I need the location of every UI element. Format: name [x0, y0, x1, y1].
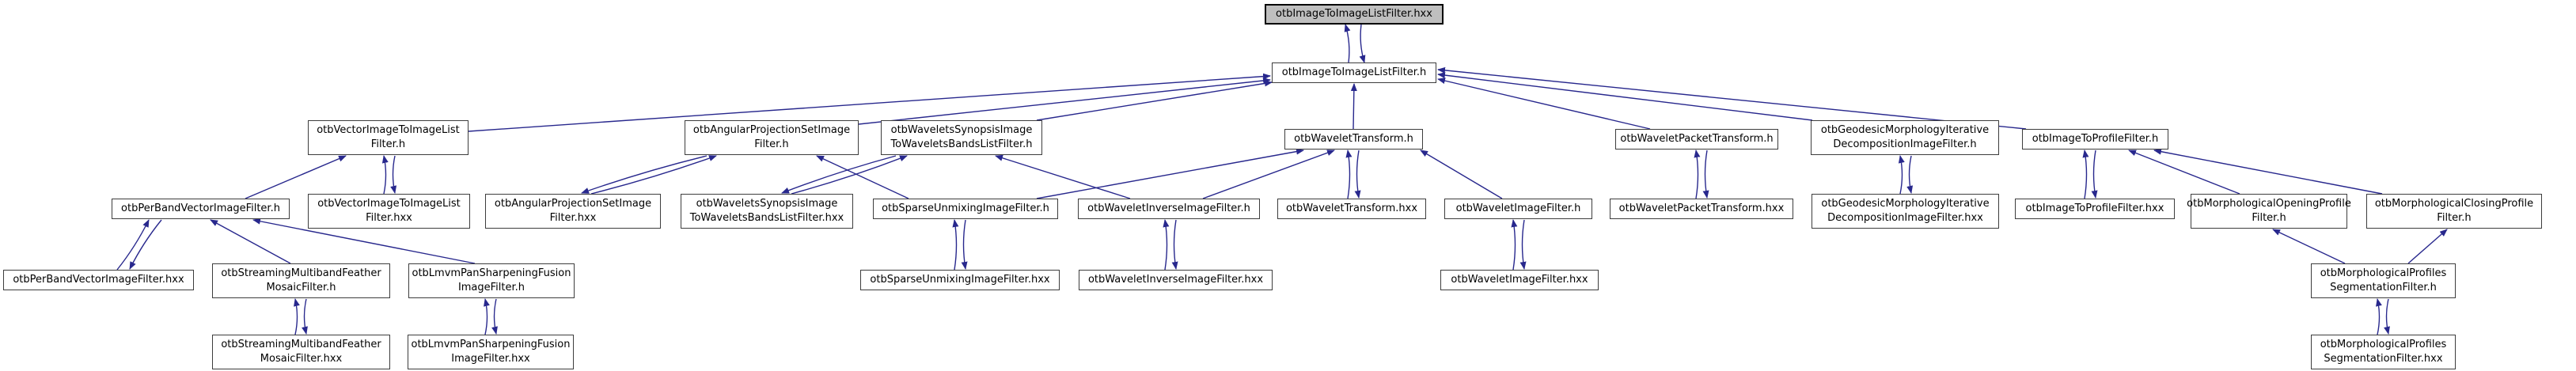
graph-node-otbWaveletsSynopsisImageToWaveletsBandsListFilter-h[interactable]: otbWaveletsSynopsisImage ToWaveletsBands…: [881, 120, 1042, 155]
graph-edge-otbGeodesicMorphologyIterativeDecompositionImageFilter-h--otbImageToImageListFilter-h: [1437, 72, 1813, 121]
graph-node-otbStreamingMultibandFeatherMosaicFilter-hxx[interactable]: otbStreamingMultibandFeather MosaicFilte…: [212, 335, 390, 369]
graph-edge-otbWaveletImageFilter-h--otbWaveletTransform-h: [1420, 150, 1503, 199]
graph-node-otbWaveletPacketTransform-hxx[interactable]: otbWaveletPacketTransform.hxx: [1610, 199, 1793, 219]
graph-edge-otbStreamingMultibandFeatherMosaicFilter-hxx--otbStreamingMultibandFeatherMosaicFilter-h: [294, 298, 300, 335]
graph-node-otbImageToImageListFilter-hxx: otbImageToImageListFilter.hxx: [1265, 4, 1444, 25]
graph-edge-otbWaveletsSynopsisImageToWaveletsBandsListFilter-h--otbImageToImageListFilter-h: [1036, 80, 1273, 121]
graph-edge-otbPerBandVectorImageFilter-h--otbPerBandVectorImageFilter-hxx: [129, 219, 162, 270]
graph-node-otbPerBandVectorImageFilter-h[interactable]: otbPerBandVectorImageFilter.h: [112, 199, 290, 219]
graph-edge-otbMorphologicalProfilesSegmentationFilter-hxx--otbMorphologicalProfilesSegmentationFilter-h: [2376, 298, 2382, 335]
graph-edge-otbImageToImageListFilter-h--otbImageToImageListFilter-hxx: [1344, 24, 1351, 63]
graph-edge-otbImageToProfileFilter-h--otbImageToProfileFilter-hxx: [2091, 150, 2098, 199]
graph-node-otbVectorImageToImageListFilter-h[interactable]: otbVectorImageToImageList Filter.h: [308, 120, 469, 155]
graph-edge-otbAngularProjectionSetImageFilter-hxx--otbAngularProjectionSetImageFilter-h: [590, 155, 717, 195]
graph-edge-otbWaveletPacketTransform-hxx--otbWaveletPacketTransform-h: [1694, 150, 1701, 199]
graph-node-otbImageToProfileFilter-h[interactable]: otbImageToProfileFilter.h: [2022, 129, 2168, 150]
graph-edge-otbWaveletPacketTransform-h--otbWaveletPacketTransform-hxx: [1702, 150, 1709, 199]
graph-edge-otbMorphologicalProfilesSegmentationFilter-h--otbMorphologicalClosingProfileFilter-h: [2407, 229, 2448, 264]
graph-node-otbSparseUnmixingImageFilter-hxx[interactable]: otbSparseUnmixingImageFilter.hxx: [860, 270, 1060, 290]
graph-node-otbWaveletImageFilter-h[interactable]: otbWaveletImageFilter.h: [1444, 199, 1592, 219]
graph-node-otbPerBandVectorImageFilter-hxx[interactable]: otbPerBandVectorImageFilter.hxx: [3, 270, 194, 290]
graph-node-otbWaveletsSynopsisImageToWaveletsBandsListFilter-hxx[interactable]: otbWaveletsSynopsisImage ToWaveletsBands…: [681, 194, 853, 229]
graph-node-otbVectorImageToImageListFilter-hxx[interactable]: otbVectorImageToImageList Filter.hxx: [308, 194, 470, 229]
graph-edge-otbGeodesicMorphologyIterativeDecompositionImageFilter-hxx--otbGeodesicMorphologyIterativeDecompositionImageFilter-h: [1898, 155, 1905, 195]
graph-edge-otbMorphologicalOpeningProfileFilter-h--otbImageToProfileFilter-h: [2128, 150, 2240, 195]
graph-edge-otbLmvmPanSharpeningFusionImageFilter-h--otbPerBandVectorImageFilter-h: [252, 218, 476, 264]
graph-edge-otbWaveletImageFilter-h--otbWaveletImageFilter-hxx: [1519, 219, 1527, 270]
graph-edge-otbWaveletInverseImageFilter-h--otbWaveletTransform-h: [1202, 150, 1335, 199]
graph-edge-otbSparseUnmixingImageFilter-h--otbAngularProjectionSetImageFilter-h: [816, 155, 909, 199]
graph-edge-otbWaveletsSynopsisImageToWaveletsBandsListFilter-hxx--otbWaveletsSynopsisImageToWaveletsBandsListFilter-h: [791, 155, 908, 195]
graph-edge-otbAngularProjectionSetImageFilter-h--otbImageToImageListFilter-h: [858, 77, 1271, 125]
graph-node-otbMorphologicalOpeningProfileFilter-h[interactable]: otbMorphologicalOpeningProfile Filter.h: [2187, 194, 2351, 229]
graph-edge-otbMorphologicalProfilesSegmentationFilter-h--otbMorphologicalProfilesSegmentationFilter-hxx: [2384, 298, 2390, 335]
graph-node-otbWaveletInverseImageFilter-hxx[interactable]: otbWaveletInverseImageFilter.hxx: [1079, 270, 1273, 290]
graph-node-otbStreamingMultibandFeatherMosaicFilter-h[interactable]: otbStreamingMultibandFeather MosaicFilte…: [212, 263, 390, 298]
graph-edge-otbVectorImageToImageListFilter-hxx--otbVectorImageToImageListFilter-h: [381, 155, 389, 195]
graph-node-otbImageToProfileFilter-hxx[interactable]: otbImageToProfileFilter.hxx: [2015, 199, 2175, 219]
graph-edge-otbWaveletInverseImageFilter-h--otbWaveletInverseImageFilter-hxx: [1171, 219, 1178, 270]
graph-node-otbLmvmPanSharpeningFusionImageFilter-h[interactable]: otbLmvmPanSharpeningFusion ImageFilter.h: [408, 263, 575, 298]
graph-edge-otbStreamingMultibandFeatherMosaicFilter-h--otbPerBandVectorImageFilter-h: [210, 219, 291, 264]
graph-edge-otbLmvmPanSharpeningFusionImageFilter-hxx--otbLmvmPanSharpeningFusionImageFilter-h: [484, 298, 490, 335]
graph-node-otbAngularProjectionSetImageFilter-hxx[interactable]: otbAngularProjectionSetImage Filter.hxx: [485, 194, 661, 229]
graph-edge-otbWaveletTransform-h--otbImageToImageListFilter-h: [1350, 83, 1357, 130]
graph-edge-otbSparseUnmixingImageFilter-hxx--otbSparseUnmixingImageFilter-h: [952, 219, 959, 271]
graph-node-otbImageToImageListFilter-h[interactable]: otbImageToImageListFilter.h: [1272, 62, 1436, 83]
graph-edge-otbVectorImageToImageListFilter-h--otbImageToImageListFilter-h: [468, 73, 1271, 132]
graph-edge-otbGeodesicMorphologyIterativeDecompositionImageFilter-h--otbGeodesicMorphologyIterativeDecompositionImageFilter-hxx: [1906, 155, 1914, 194]
graph-edge-otbSparseUnmixingImageFilter-h--otbSparseUnmixingImageFilter-hxx: [961, 219, 968, 270]
graph-edge-otbPerBandVectorImageFilter-h--otbVectorImageToImageListFilter-h: [245, 155, 347, 199]
graph-node-otbWaveletTransform-hxx[interactable]: otbWaveletTransform.hxx: [1277, 199, 1426, 219]
graph-node-otbWaveletImageFilter-hxx[interactable]: otbWaveletImageFilter.hxx: [1440, 270, 1599, 290]
graph-edge-otbImageToProfileFilter-h--otbImageToImageListFilter-h: [1437, 66, 2027, 130]
graph-edge-otbWaveletTransform-hxx--otbWaveletTransform-h: [1345, 150, 1352, 199]
graph-node-otbWaveletInverseImageFilter-h[interactable]: otbWaveletInverseImageFilter.h: [1078, 199, 1260, 219]
graph-node-otbAngularProjectionSetImageFilter-h[interactable]: otbAngularProjectionSetImage Filter.h: [685, 120, 859, 155]
graph-node-otbWaveletTransform-h[interactable]: otbWaveletTransform.h: [1284, 129, 1423, 150]
graph-edge-otbPerBandVectorImageFilter-hxx--otbPerBandVectorImageFilter-h: [116, 219, 150, 271]
graph-node-otbMorphologicalProfilesSegmentationFilter-hxx[interactable]: otbMorphologicalProfiles SegmentationFil…: [2311, 335, 2456, 369]
graph-node-otbGeodesicMorphologyIterativeDecompositionImageFilter-hxx[interactable]: otbGeodesicMorphologyIterative Decomposi…: [1812, 194, 1999, 229]
graph-edge-otbWaveletsSynopsisImageToWaveletsBandsListFilter-h--otbWaveletsSynopsisImageToWaveletsBandsListFilter-hxx: [781, 155, 897, 194]
graph-edge-otbImageToImageListFilter-hxx--otbImageToImageListFilter-h: [1359, 24, 1366, 63]
graph-node-otbGeodesicMorphologyIterativeDecompositionImageFilter-h[interactable]: otbGeodesicMorphologyIterative Decomposi…: [1811, 120, 1999, 155]
graph-edge-otbWaveletImageFilter-hxx--otbWaveletImageFilter-h: [1511, 219, 1518, 271]
graph-edge-otbWaveletPacketTransform-h--otbImageToImageListFilter-h: [1437, 78, 1651, 130]
graph-edge-otbImageToProfileFilter-hxx--otbImageToProfileFilter-h: [2082, 150, 2089, 199]
graph-edge-otbSparseUnmixingImageFilter-h--otbWaveletTransform-h: [1036, 148, 1304, 199]
graph-node-otbWaveletPacketTransform-h[interactable]: otbWaveletPacketTransform.h: [1615, 129, 1778, 150]
graph-node-otbLmvmPanSharpeningFusionImageFilter-hxx[interactable]: otbLmvmPanSharpeningFusion ImageFilter.h…: [408, 335, 574, 369]
graph-node-otbMorphologicalClosingProfileFilter-h[interactable]: otbMorphologicalClosingProfile Filter.h: [2366, 194, 2542, 229]
graph-edge-otbWaveletTransform-h--otbWaveletTransform-hxx: [1354, 150, 1361, 199]
graph-node-otbSparseUnmixingImageFilter-h[interactable]: otbSparseUnmixingImageFilter.h: [873, 199, 1058, 219]
graph-node-otbMorphologicalProfilesSegmentationFilter-h[interactable]: otbMorphologicalProfiles SegmentationFil…: [2311, 263, 2456, 298]
graph-edge-otbMorphologicalClosingProfileFilter-h--otbImageToProfileFilter-h: [2153, 148, 2383, 195]
graph-edge-otbStreamingMultibandFeatherMosaicFilter-h--otbStreamingMultibandFeatherMosaicFilter-hxx: [302, 298, 308, 335]
graph-edge-otbMorphologicalProfilesSegmentationFilter-h--otbMorphologicalOpeningProfileFilter-h: [2272, 229, 2346, 264]
graph-edge-otbWaveletInverseImageFilter-h--otbWaveletsSynopsisImageToWaveletsBandsListFilter-h: [995, 154, 1131, 199]
graph-edge-otbLmvmPanSharpeningFusionImageFilter-h--otbLmvmPanSharpeningFusionImageFilter-hxx: [491, 298, 498, 335]
graph-edge-otbAngularProjectionSetImageFilter-h--otbAngularProjectionSetImageFilter-hxx: [581, 155, 708, 194]
graph-edge-otbVectorImageToImageListFilter-h--otbVectorImageToImageListFilter-hxx: [390, 155, 397, 194]
graph-edge-otbWaveletInverseImageFilter-hxx--otbWaveletInverseImageFilter-h: [1163, 219, 1170, 271]
